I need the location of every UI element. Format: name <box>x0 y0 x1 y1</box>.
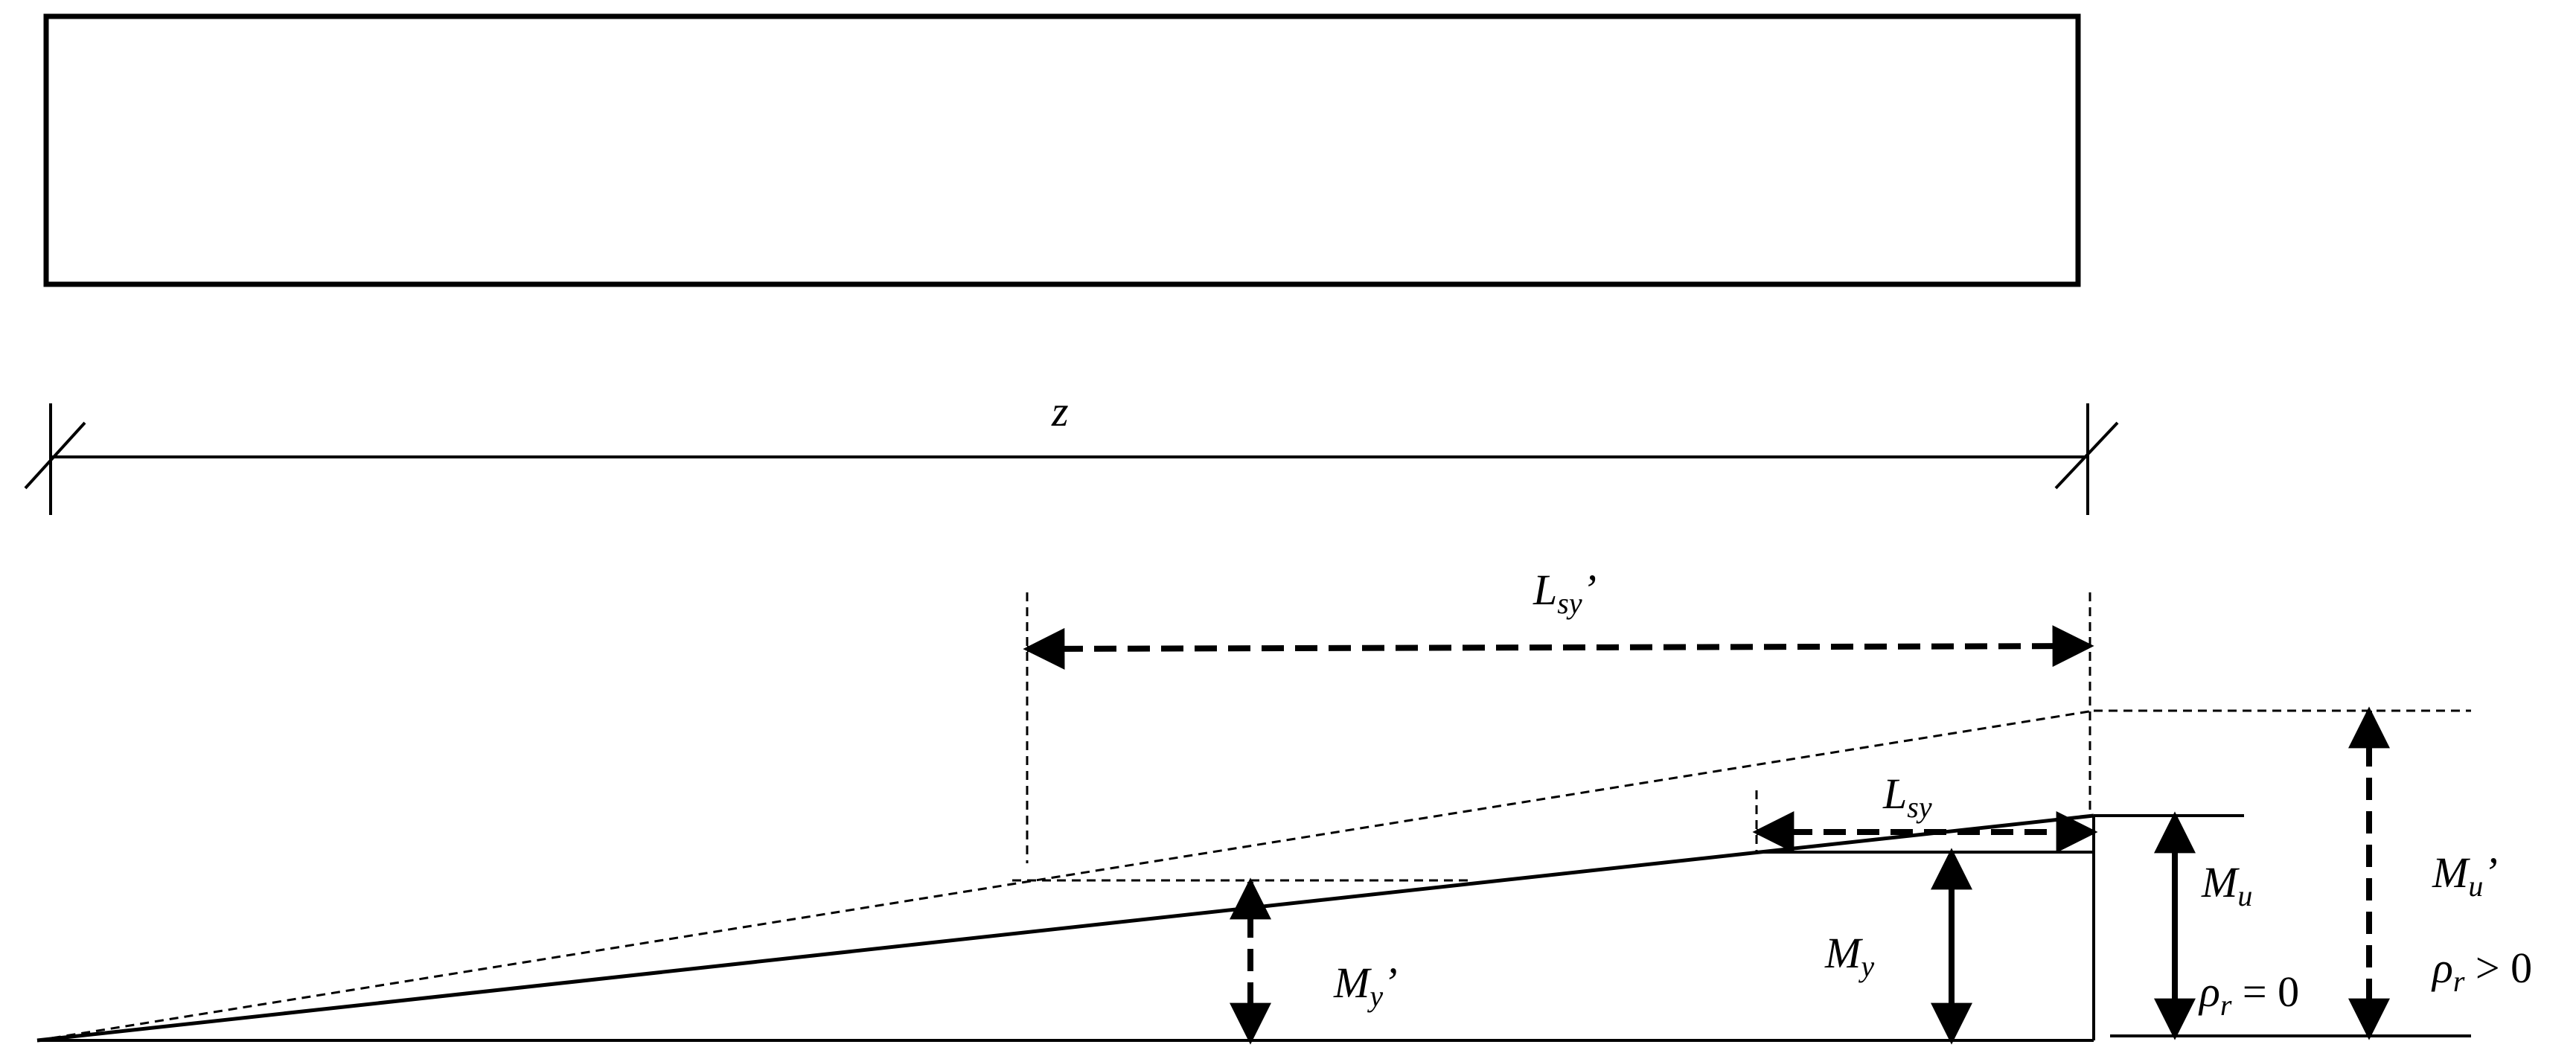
label-my-prime: My’ <box>1333 959 1397 1013</box>
moment-line-rho-zero <box>36 813 2094 1043</box>
label-lsy-prime: Lsy’ <box>1533 566 1597 620</box>
lsy-prime-arrow <box>1023 625 2094 670</box>
label-lsy: Lsy <box>1882 770 1932 824</box>
moment-line-rho-positive <box>36 709 2094 1042</box>
lsy-prime-dimension <box>1023 592 2094 863</box>
label-rho-positive: ρr > 0 <box>2431 944 2532 998</box>
beam <box>43 13 2081 287</box>
span-left-tick <box>24 421 86 490</box>
label-rho-zero: ρr = 0 <box>2198 967 2299 1022</box>
label-z: z <box>1051 387 1069 435</box>
span-dimension <box>24 403 2119 515</box>
span-right-tick <box>2054 421 2119 490</box>
label-mu-prime: Mu’ <box>2432 848 2498 903</box>
label-mu: Mu <box>2201 858 2252 912</box>
moment-arrows <box>1230 706 2390 1045</box>
lsy-dimension <box>1752 790 2098 853</box>
label-my: My <box>1824 929 1874 983</box>
moment-diagram <box>36 709 2471 1043</box>
